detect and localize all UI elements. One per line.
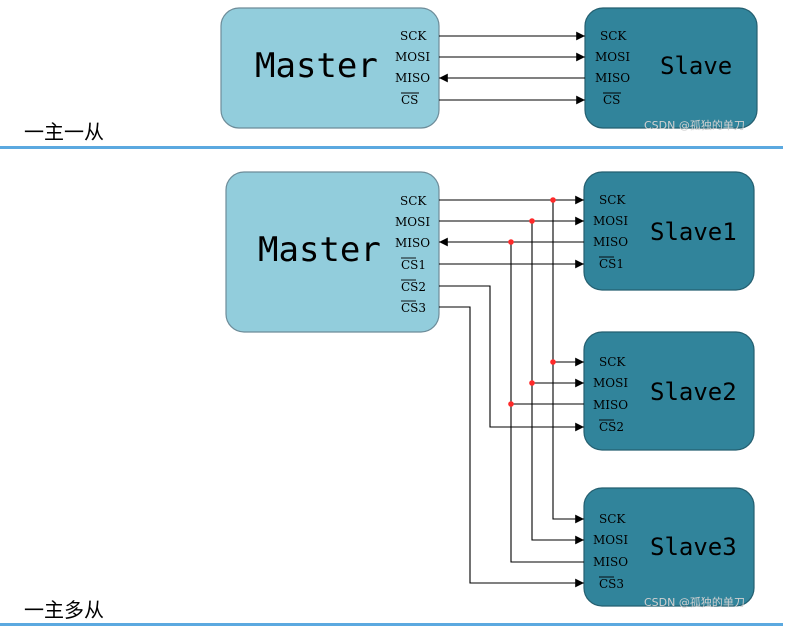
slave1-title: Slave1 bbox=[650, 218, 737, 246]
slave2-title: Slave2 bbox=[650, 378, 737, 406]
top-slave-box bbox=[584, 7, 758, 129]
top-master-pin-miso: MISO bbox=[395, 71, 430, 85]
mosi-junction-1 bbox=[529, 218, 535, 224]
top-slave-title: Slave bbox=[660, 52, 732, 80]
sck-junction-2 bbox=[550, 359, 556, 365]
cs2-wire bbox=[439, 285, 584, 432]
slave2-pin-miso: MISO bbox=[593, 398, 628, 412]
slave1-pin-mosi: MOSI bbox=[593, 214, 628, 228]
slave2-pin-cs: CS2 bbox=[599, 420, 624, 434]
bottom-master-pin-mosi: MOSI bbox=[395, 215, 430, 229]
top-divider bbox=[0, 146, 783, 149]
slave1-pin-sck: SCK bbox=[599, 193, 626, 207]
slave3-box bbox=[583, 487, 755, 607]
top-slave-pin-miso: MISO bbox=[595, 71, 630, 85]
bottom-master-pin-sck: SCK bbox=[400, 194, 427, 208]
top-slave-pin-mosi: MOSI bbox=[595, 50, 630, 64]
slave2-pin-sck: SCK bbox=[599, 355, 626, 369]
bottom-section: Master SCK MOSI MISO CS1 CS2 CS3 Slave1 … bbox=[0, 171, 783, 626]
miso-bus bbox=[439, 237, 584, 563]
sck-wire-slave3 bbox=[552, 362, 584, 524]
mosi-wire-slave2 bbox=[531, 221, 584, 388]
mosi-wire-slave3 bbox=[531, 383, 584, 545]
miso-wire-slave3 bbox=[510, 404, 584, 563]
top-caption: 一主一从 bbox=[24, 120, 104, 144]
slave2-box bbox=[583, 331, 755, 451]
sck-bus bbox=[439, 195, 584, 524]
mosi-junction-2 bbox=[529, 380, 535, 386]
bottom-master-title: Master bbox=[258, 230, 381, 270]
top-slave-pin-cs: CS bbox=[603, 93, 620, 107]
slave1-pin-miso: MISO bbox=[593, 235, 628, 249]
bottom-caption: 一主多从 bbox=[24, 598, 104, 622]
top-master-box bbox=[220, 7, 440, 129]
sck-junction-1 bbox=[550, 197, 556, 203]
slave1-pin-cs: CS1 bbox=[599, 257, 624, 271]
slave2-pin-mosi: MOSI bbox=[593, 376, 628, 390]
top-master-pin-mosi: MOSI bbox=[395, 50, 430, 64]
bottom-master-pin-miso: MISO bbox=[395, 236, 430, 250]
miso-wire-slave2 bbox=[510, 242, 584, 405]
top-master-title: Master bbox=[255, 46, 378, 86]
bottom-master-box bbox=[225, 171, 440, 333]
top-watermark: CSDN @孤独的单刀 bbox=[644, 118, 745, 132]
bottom-master-pin-cs2: CS2 bbox=[401, 280, 426, 294]
slave3-pin-miso: MISO bbox=[593, 555, 628, 569]
top-master-pin-sck: SCK bbox=[400, 29, 427, 43]
top-master-pin-cs: CS bbox=[401, 93, 418, 107]
slave3-pin-cs: CS3 bbox=[599, 577, 624, 591]
top-section: Master SCK MOSI MISO CS Slave SCK MOSI M… bbox=[0, 7, 783, 149]
bottom-master-pin-cs1: CS1 bbox=[401, 258, 426, 272]
cs3-wire bbox=[439, 306, 584, 588]
bottom-master-pin-cs3: CS3 bbox=[401, 301, 426, 315]
top-slave-pin-sck: SCK bbox=[600, 29, 627, 43]
bottom-divider bbox=[0, 623, 783, 626]
slave3-pin-sck: SCK bbox=[599, 512, 626, 526]
slave3-pin-mosi: MOSI bbox=[593, 533, 628, 547]
bottom-watermark: CSDN @孤独的单刀 bbox=[644, 595, 745, 609]
miso-junction-1 bbox=[508, 239, 514, 245]
miso-junction-2 bbox=[508, 401, 514, 407]
cs-lines bbox=[439, 259, 584, 588]
mosi-bus bbox=[439, 216, 584, 545]
slave1-box bbox=[583, 171, 755, 291]
slave3-title: Slave3 bbox=[650, 533, 737, 561]
sck-wire-slave2 bbox=[552, 200, 584, 367]
